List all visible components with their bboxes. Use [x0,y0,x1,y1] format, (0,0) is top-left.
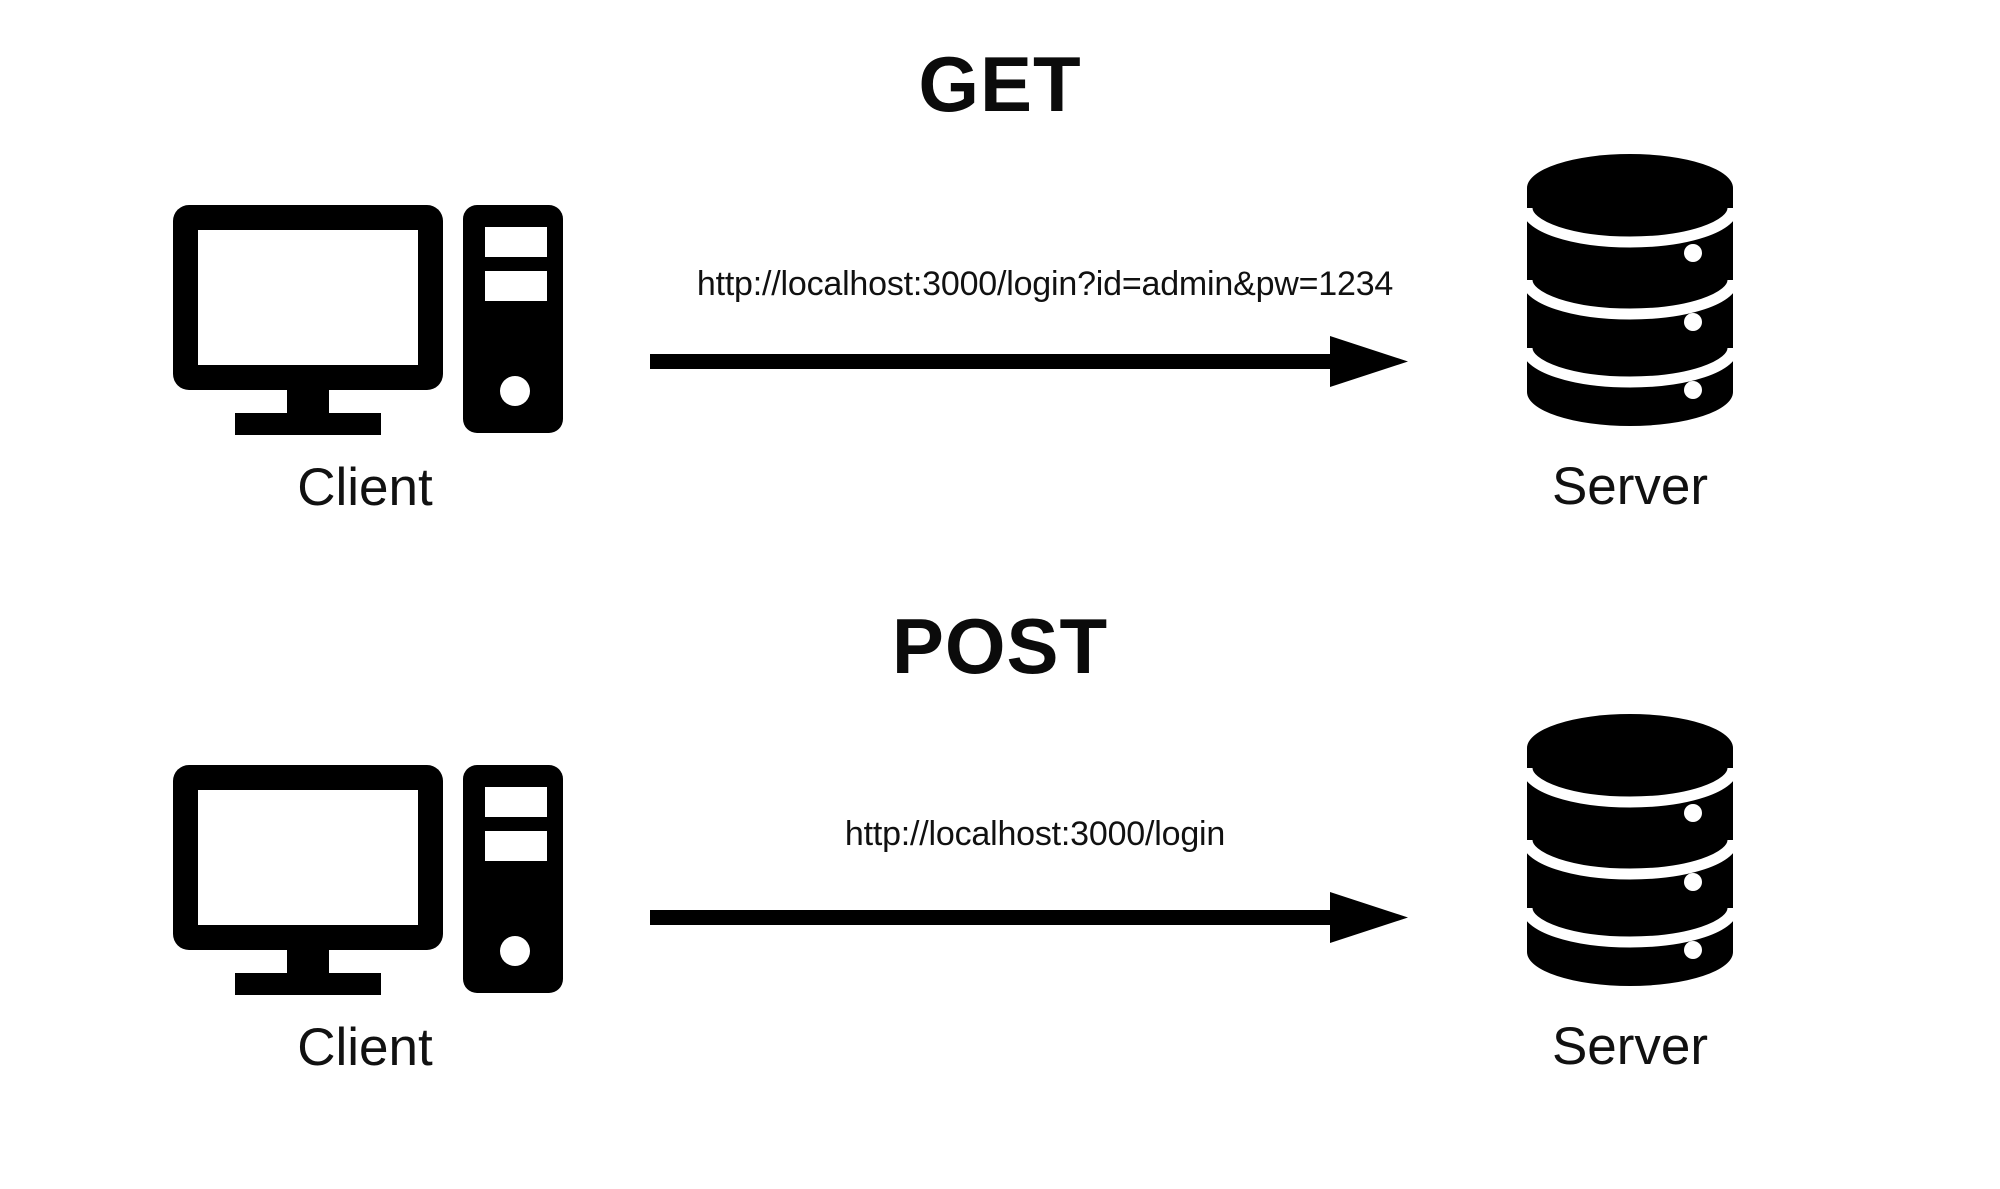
get-section: GET [0,0,2000,560]
post-client-label: Client [297,1018,433,1077]
client-computer-icon [145,755,585,995]
get-request-arrow-icon [640,328,1420,404]
post-request-url: http://localhost:3000/login [844,815,1226,853]
client-computer-icon [145,195,585,435]
server-database-icon [1480,150,1780,440]
get-client-label: Client [297,458,433,517]
get-request-url: http://localhost:3000/login?id=admin&pw=… [696,265,1394,303]
post-client-node: Client [145,755,585,1074]
get-server-node: Server [1480,150,1780,513]
get-client-node: Client [145,195,585,514]
post-request-group: http://localhost:3000/login [640,815,1420,960]
post-server-label: Server [1551,1017,1709,1076]
post-request-arrow-icon [640,884,1420,960]
get-server-label: Server [1551,457,1709,516]
get-method-title: GET [918,40,1082,128]
get-request-group: http://localhost:3000/login?id=admin&pw=… [640,265,1420,404]
post-section: POST Client http://localhost:3000/login [0,560,2000,1080]
post-method-title: POST [891,602,1109,690]
server-database-icon [1480,710,1780,1000]
post-server-node: Server [1480,710,1780,1073]
